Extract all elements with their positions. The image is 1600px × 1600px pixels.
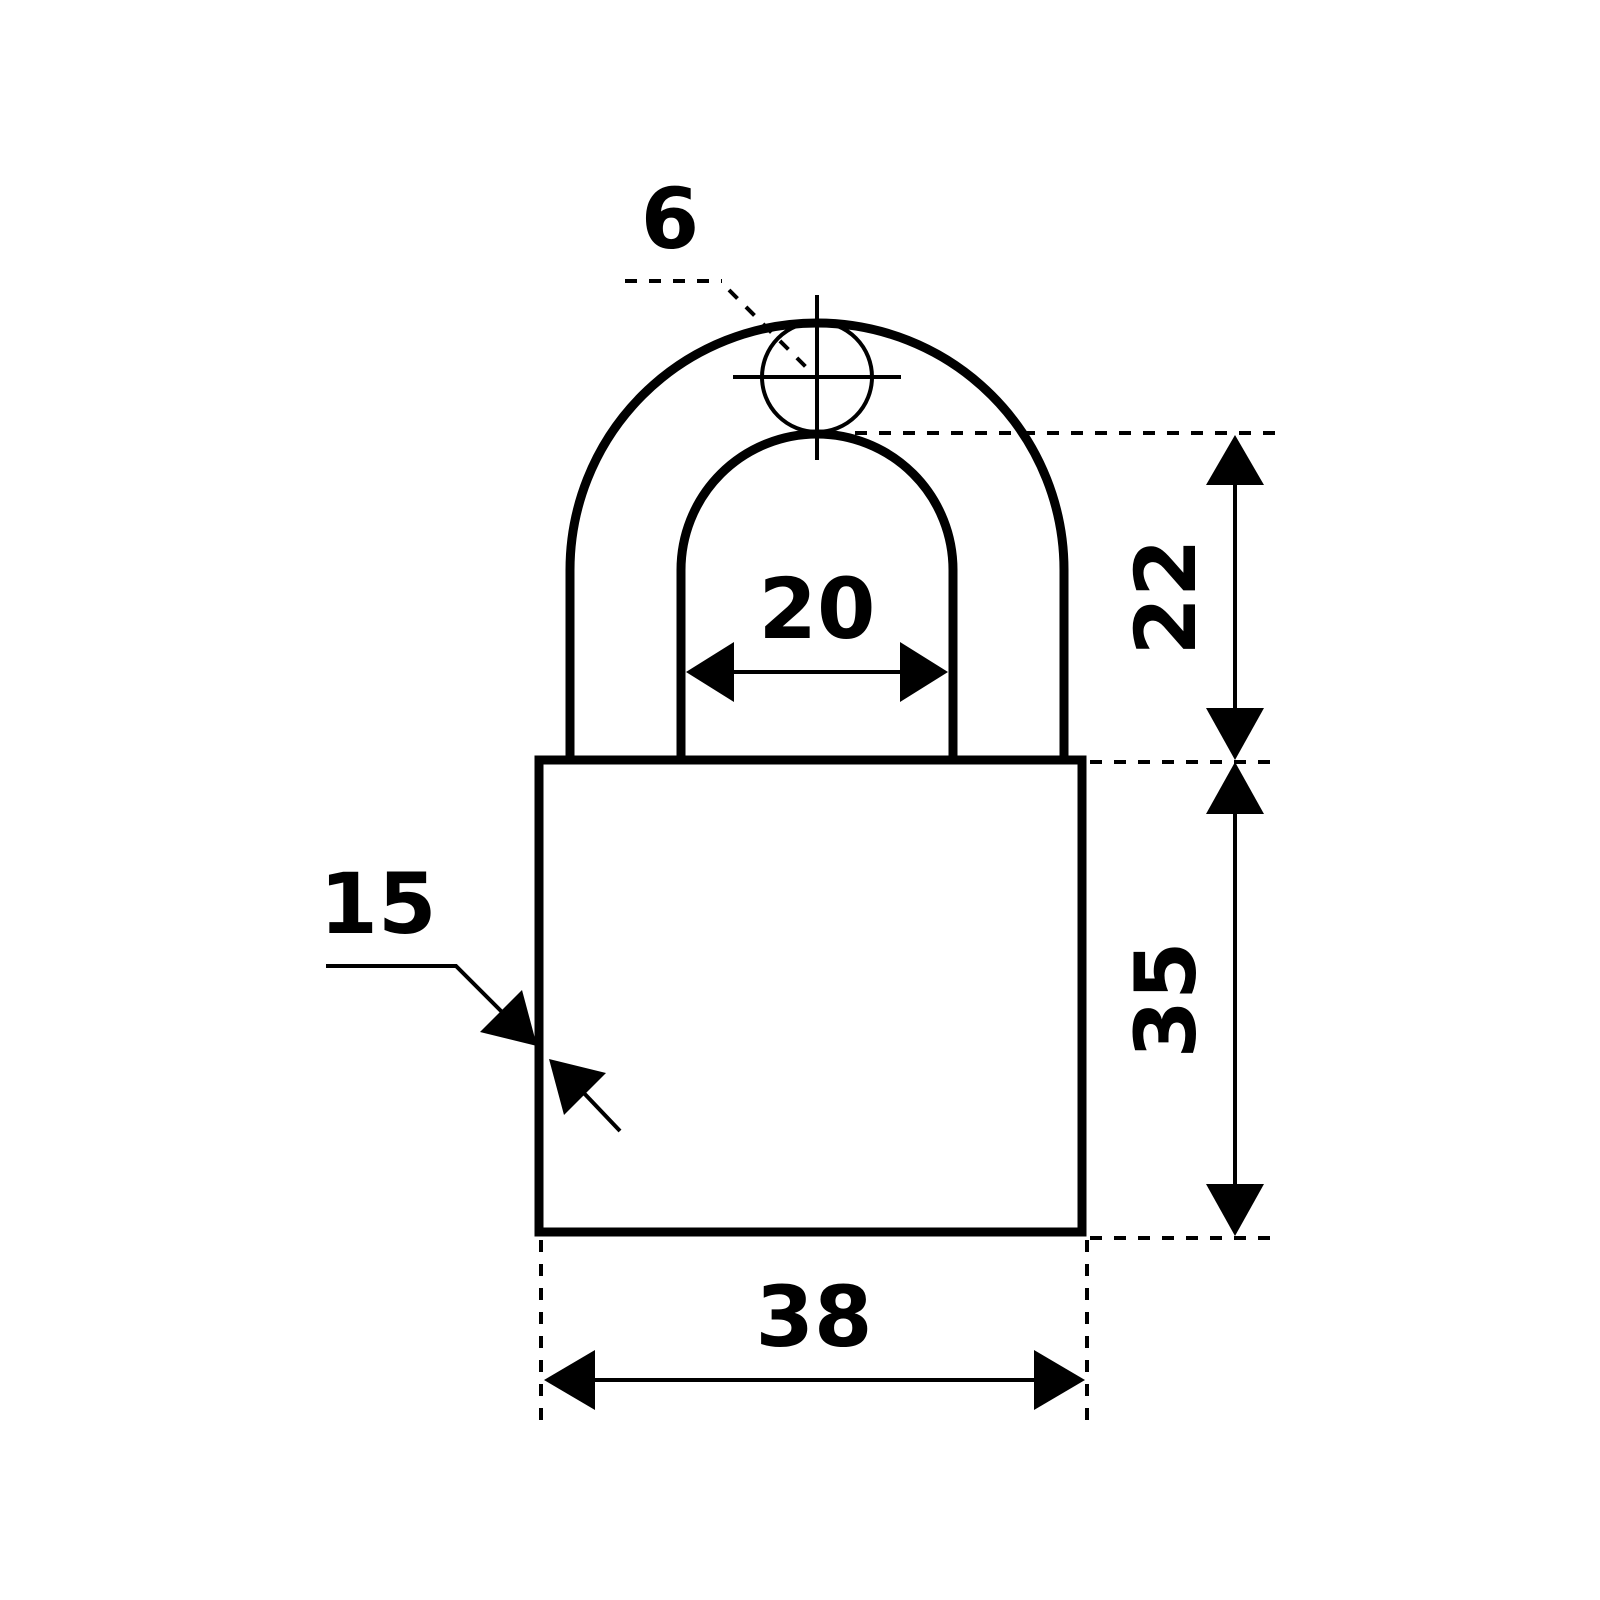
inner-width-dimension [686, 642, 948, 702]
diameter-leader-line [625, 279, 811, 372]
wire-diameter-label: 6 [641, 170, 699, 268]
body-height-dimension [1206, 762, 1264, 1236]
body-thickness-dimension [326, 964, 622, 1133]
shackle-clearance-dimension [1206, 435, 1264, 760]
bottom-extension-lines [539, 1240, 1089, 1430]
inner-width-label: 20 [759, 560, 876, 658]
right-extension-lines [855, 431, 1282, 1240]
padlock-body [534, 755, 1087, 1237]
body-width-dimension [544, 1350, 1085, 1410]
body-height-label: 35 [1117, 942, 1215, 1059]
shackle-clearance-label: 22 [1117, 539, 1215, 656]
wire-cross-section [733, 295, 901, 460]
body-thickness-label: 15 [320, 855, 437, 953]
body-width-label: 38 [756, 1268, 873, 1366]
